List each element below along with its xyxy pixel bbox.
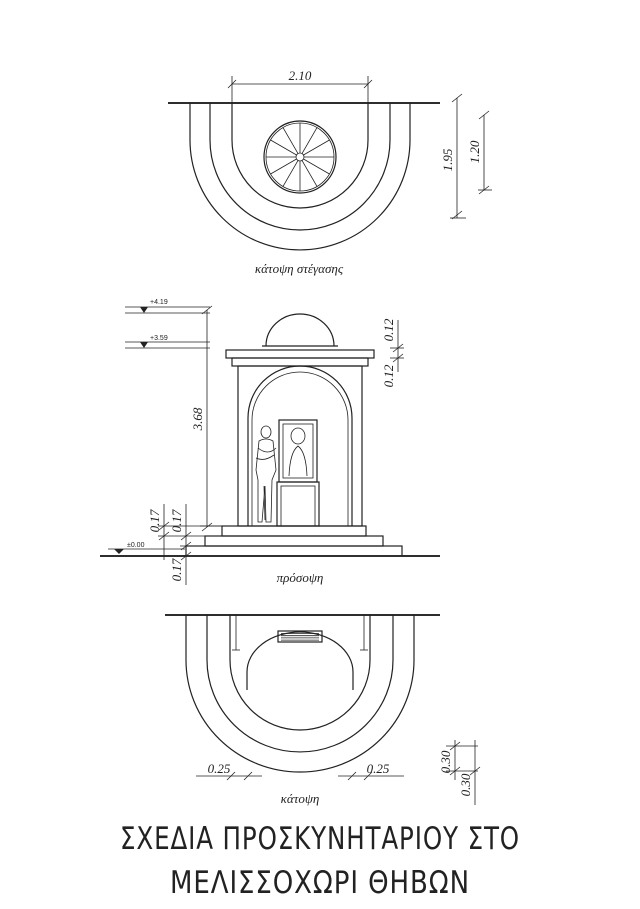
rose-window-spoke xyxy=(270,158,297,175)
floor-depth-label-1: 0.30 xyxy=(438,750,453,773)
roof-plan-caption: κάτοψη στέγασης xyxy=(255,261,344,276)
roof-depth-label: 1.95 xyxy=(440,148,455,171)
cornice-top-label: 0.12 xyxy=(381,318,396,341)
rose-window-spoke xyxy=(301,160,318,187)
rose-window-spoke xyxy=(270,139,297,156)
level-marker-ground: ±0.00 xyxy=(108,542,185,554)
floor-plan-view: 0.25 0.25 0.30 0.30 κάτοψη xyxy=(165,614,481,806)
roof-plan-view: 2.10 1.95 1.20 κάτοψη στέγασης xyxy=(168,68,492,276)
elevation-caption: πρόσοψη xyxy=(277,570,324,585)
wall-left-label: 0.25 xyxy=(208,761,231,776)
svg-text:±0.00: ±0.00 xyxy=(127,542,145,549)
level-marker-cornice: +3.59 xyxy=(125,335,210,349)
rose-window-spoke xyxy=(282,127,299,154)
rose-window-spoke xyxy=(303,139,330,156)
step-height-label-1: 0.17 xyxy=(147,509,162,532)
rose-window-spoke xyxy=(303,158,330,175)
cornice-bottom-label: 0.12 xyxy=(381,364,396,387)
rose-window-spoke xyxy=(301,127,318,154)
step-height-label-3: 0.17 xyxy=(169,558,184,581)
svg-text:+4.19: +4.19 xyxy=(150,299,168,306)
rose-window-spoke xyxy=(282,160,299,187)
roof-width-label: 2.10 xyxy=(289,68,312,83)
wall-right-label: 0.25 xyxy=(367,761,390,776)
drawing-title-line-2: ΜΕΛΙΣΣΟΧΩΡΙ ΘΗΒΩΝ xyxy=(170,865,470,901)
svg-text:+3.59: +3.59 xyxy=(150,335,168,342)
step-height-label-2: 0.17 xyxy=(169,509,184,532)
elevation-height-label: 3.68 xyxy=(190,407,205,431)
roof-inner-label: 1.20 xyxy=(467,140,482,163)
floor-depth-label-2: 0.30 xyxy=(458,773,473,796)
floor-plan-caption: κάτοψη xyxy=(281,791,320,806)
human-figure xyxy=(255,425,277,523)
elevation-view: +4.19 +3.59 ±0.00 xyxy=(100,299,440,585)
level-marker-top: +4.19 xyxy=(125,299,210,314)
drawing-title-line-1: ΣΧΕΔΙΑ ΠΡΟΣΚΥΝΗΤΑΡΙΟΥ ΣΤΟ xyxy=(120,821,520,857)
